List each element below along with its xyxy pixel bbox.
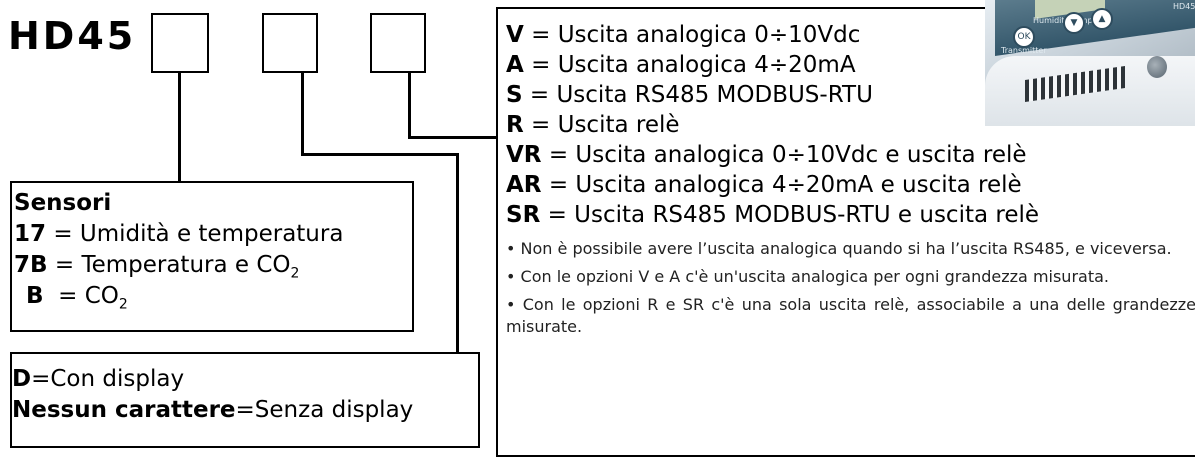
device-ok-button-icon: OK xyxy=(1013,26,1035,48)
output-code: SR xyxy=(506,202,540,228)
sensor-description: = Temperatura e CO xyxy=(48,252,291,278)
output-option-vr: VR = Uscita analogica 0÷10Vdc e uscita r… xyxy=(506,140,1195,170)
output-description: = Uscita RS485 MODBUS-RTU xyxy=(523,82,873,108)
device-down-button-icon: ▼ xyxy=(1063,12,1085,34)
subscript: 2 xyxy=(119,297,128,313)
display-text-without: =Senza display xyxy=(236,397,414,423)
sensor-code: B xyxy=(26,283,44,309)
output-code: S xyxy=(506,82,523,108)
subscript: 2 xyxy=(291,266,300,282)
output-code: R xyxy=(506,112,524,138)
display-text-with: =Con display xyxy=(31,366,184,392)
note-item: • Con le opzioni R e SR c'è una sola usc… xyxy=(506,294,1195,338)
device-cable-gland-icon xyxy=(1147,56,1167,78)
sensor-description: = CO xyxy=(44,283,119,309)
output-code: AR xyxy=(506,172,542,198)
sensor-option-7b: 7B = Temperatura e CO2 xyxy=(14,250,412,281)
device-label-transmitter: Transmitter xyxy=(1001,46,1047,55)
connector-display-vertical-2 xyxy=(456,153,459,354)
output-option-ar: AR = Uscita analogica 4÷20mA e uscita re… xyxy=(506,170,1195,200)
output-option-sr: SR = Uscita RS485 MODBUS-RTU e uscita re… xyxy=(506,200,1195,230)
output-description: = Uscita analogica 0÷10Vdc xyxy=(524,22,861,48)
sensor-option-17: 17 = Umidità e temperatura xyxy=(14,219,412,250)
sensors-title: Sensori xyxy=(14,188,412,219)
code-box-sensors xyxy=(151,13,209,73)
output-description: = Uscita RS485 MODBUS-RTU e uscita relè xyxy=(540,202,1039,228)
output-code: V xyxy=(506,22,524,48)
code-box-display xyxy=(262,13,318,73)
connector-output-horizontal xyxy=(408,136,498,139)
connector-display-horizontal xyxy=(301,153,459,156)
display-code-none: Nessun carattere xyxy=(12,397,236,423)
display-box: D=Con display Nessun carattere=Senza dis… xyxy=(10,352,480,448)
output-description: = Uscita analogica 4÷20mA e uscita relè xyxy=(542,172,1022,198)
device-label-model: HD45 xyxy=(1173,2,1195,11)
sensor-description: = Umidità e temperatura xyxy=(46,221,343,247)
sensor-code: 17 xyxy=(14,221,46,247)
display-code-d: D xyxy=(12,366,31,392)
model-code: HD45 xyxy=(8,14,136,58)
sensor-option-b: B = CO2 xyxy=(14,281,412,312)
code-box-output xyxy=(370,13,426,73)
connector-display-vertical-1 xyxy=(301,71,304,156)
connector-sensors xyxy=(178,71,181,183)
output-description: = Uscita analogica 0÷10Vdc e uscita relè xyxy=(542,142,1027,168)
output-description: = Uscita analogica 4÷20mA xyxy=(524,52,856,78)
device-up-button-icon: ▲ xyxy=(1091,8,1113,30)
note-item: • Non è possibile avere l’uscita analogi… xyxy=(506,238,1195,260)
sensor-code: 7B xyxy=(14,252,48,278)
connector-output-vertical xyxy=(408,71,411,139)
notes-list: • Non è possibile avere l’uscita analogi… xyxy=(506,238,1195,338)
display-option-without: Nessun carattere=Senza display xyxy=(12,395,478,426)
note-item: • Con le opzioni V e A c'è un'uscita ana… xyxy=(506,266,1195,288)
output-description: = Uscita relè xyxy=(524,112,680,138)
output-code: A xyxy=(506,52,524,78)
product-photo: Humidity-Temp OK ▼ ▲ Transmitter HD45 xyxy=(985,0,1195,126)
output-code: VR xyxy=(506,142,542,168)
display-option-with: D=Con display xyxy=(12,364,478,395)
